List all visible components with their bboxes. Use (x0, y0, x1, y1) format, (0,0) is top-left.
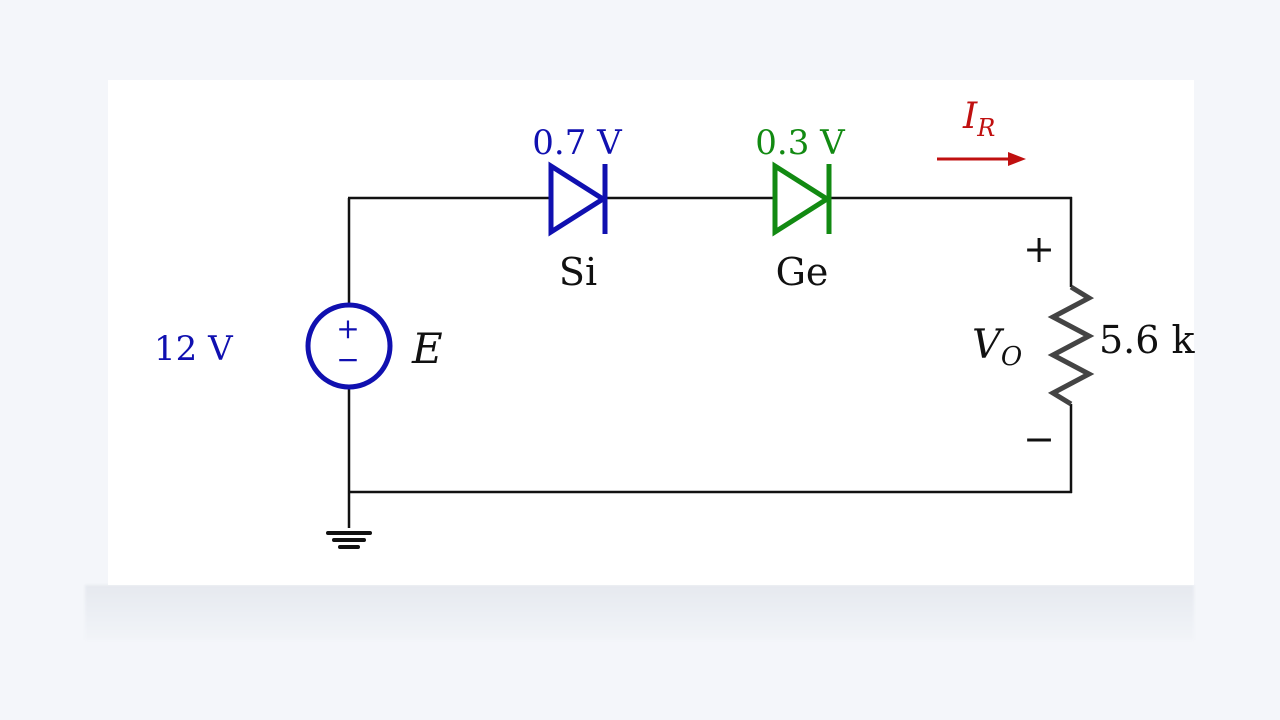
resistor-minus-sign: − (1023, 417, 1055, 461)
diode-ge-triangle (772, 161, 832, 237)
panel-shadow (85, 585, 1194, 640)
diode-si-voltage-label: 0.7 V (532, 123, 623, 163)
diode-ge (772, 161, 832, 237)
output-voltage-label: VO (972, 322, 1022, 372)
source-voltage-label: 12 V (154, 329, 234, 369)
source-name-label: E (411, 324, 443, 373)
output-voltage-subscript: O (1001, 342, 1022, 372)
wires (347, 196, 1073, 528)
voltage-source: + − (305, 302, 393, 390)
circuit-panel (108, 80, 1194, 585)
diode-si-material-label: Si (559, 250, 597, 294)
resistor-value-label: 5.6 k (1099, 318, 1196, 362)
diode-ge-material-label: Ge (776, 250, 829, 294)
source-plus-sign: + (336, 312, 359, 345)
source-minus-sign: − (336, 343, 359, 376)
voltage-source-circle (305, 302, 393, 390)
current-label-subscript: R (976, 114, 995, 142)
ground-symbol (326, 531, 372, 549)
current-arrow (937, 152, 1026, 166)
resistor-plus-sign: + (1023, 227, 1055, 271)
diode-si-triangle (548, 161, 608, 237)
diode-ge-voltage-label: 0.3 V (755, 123, 846, 163)
resistor-zigzag (1047, 284, 1095, 407)
current-label: IR (962, 96, 995, 142)
diode-si (548, 161, 608, 237)
